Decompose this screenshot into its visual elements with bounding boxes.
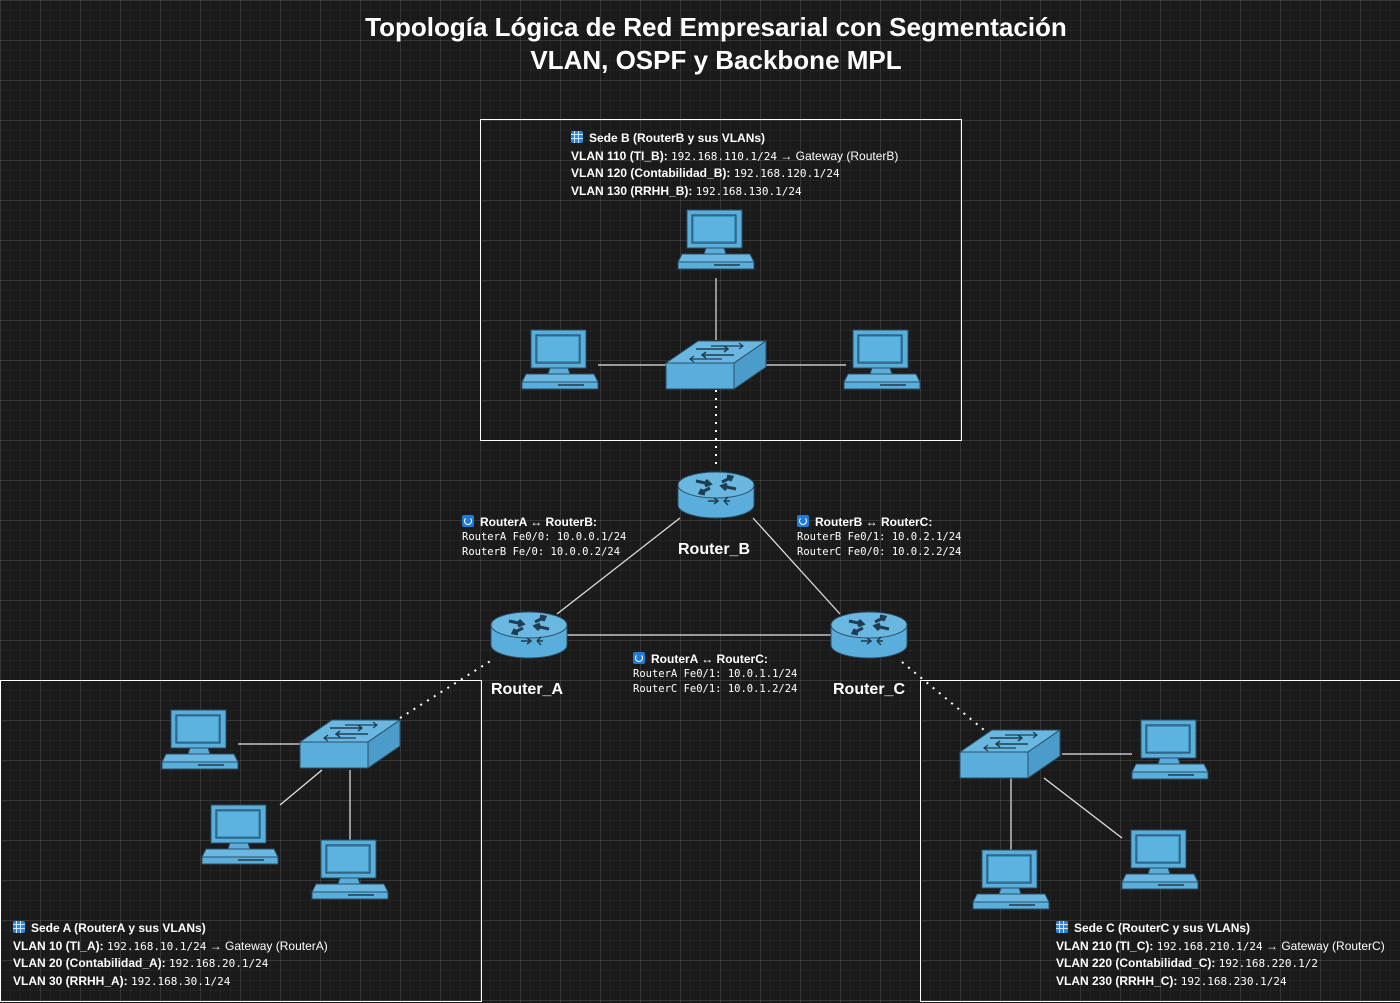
sync-icon [797,515,809,527]
vlan-label: VLAN 210 (TI_C): [1056,938,1154,953]
vlan-ip: 192.168.20.1/24 [169,957,269,970]
site-b-box [480,119,962,441]
vlan-ip: 192.168.230.1/24 [1180,974,1287,988]
router-a-icon[interactable] [489,610,569,660]
workstation-icon[interactable] [972,849,1050,910]
vlan-ip: 192.168.110.1/24 [671,149,777,163]
trunk-links [399,390,985,731]
vlan-label: VLAN 10 (TI_A): [13,938,104,953]
site-a-info: Sede A (RouterA y sus VLANs) VLAN 10 (TI… [13,920,328,990]
link-ab-line1: RouterA Fe0/0: 10.0.0.1/24 [462,531,627,543]
router-b-icon[interactable] [676,470,756,520]
vlan-ip: 192.168.30.1/24 [131,974,231,988]
site-b-info: Sede B (RouterB y sus VLANs) VLAN 110 (T… [571,130,898,200]
link-bc-header: RouterB ↔ RouterC: [815,515,933,529]
vlan-note: → Gateway (RouterC) [1266,938,1385,953]
router-c-icon[interactable] [829,610,909,660]
workstation-icon[interactable] [521,329,599,390]
site-a-header: Sede A (RouterA y sus VLANs) [31,921,206,935]
site-c-info: Sede C (RouterC y sus VLANs) VLAN 210 (T… [1056,920,1385,990]
vlan-label: VLAN 110 (TI_B): [571,148,668,163]
site-b-header: Sede B (RouterB y sus VLANs) [589,131,766,145]
vlan-ip: 192.168.220.1/2 [1218,957,1319,970]
building-icon [571,131,583,143]
link-ac-label: RouterA ↔ RouterC: RouterA Fe0/1: 10.0.1… [633,652,797,697]
site-c-header: Sede C (RouterC y sus VLANs) [1074,921,1251,935]
workstation-icon[interactable] [311,839,389,900]
switch-icon[interactable] [299,719,401,769]
site-a-box [0,680,482,1002]
link-a-b [556,517,681,615]
link-bc-line1: RouterB Fe0/1: 10.0.2.1/24 [797,531,962,543]
vlan-ip: 192.168.130.1/24 [695,184,802,198]
router-links [556,517,841,636]
access-link [279,769,323,806]
vlan-label: VLAN 220 (Contabilidad_C): [1056,956,1216,970]
link-ac-line1: RouterA Fe0/1: 10.0.1.1/24 [633,668,798,680]
vlan-note: → Gateway (RouterB) [780,148,899,163]
building-icon [13,921,25,933]
link-ab-label: RouterA ↔ RouterB: RouterA Fe0/0: 10.0.0… [462,515,626,560]
link-ac-header: RouterA ↔ RouterC: [651,652,768,666]
trunk-a [399,659,493,719]
trunk-c [901,661,985,731]
link-ab-header: RouterA ↔ RouterB: [480,515,597,529]
router-c-label: Router_C [833,681,906,698]
sync-icon [462,515,474,527]
vlan-label: VLAN 120 (Contabilidad_B): [571,166,731,180]
vlan-ip: 192.168.120.1/24 [733,167,840,180]
building-icon [1056,921,1068,933]
workstation-icon[interactable] [1131,719,1209,780]
vlan-label: VLAN 30 (RRHH_A): [13,973,128,988]
access-links [238,278,1132,850]
link-ac-line2: RouterC Fe0/1: 10.0.1.2/24 [633,683,798,695]
vlan-note: → Gateway (RouterA) [209,938,328,953]
diagram-title-line-1: Topología Lógica de Red Empresarial con … [365,12,1067,42]
diagram-title-line-2: VLAN, OSPF y Backbone MPL [530,45,902,75]
access-link [1043,777,1123,839]
workstation-icon[interactable] [843,329,921,390]
vlan-label: VLAN 230 (RRHH_C): [1056,973,1178,988]
vlan-label: VLAN 20 (Contabilidad_A): [13,956,166,970]
workstation-icon[interactable] [677,209,755,270]
router-b-label: Router_B [678,541,751,558]
switch-icon[interactable] [665,340,767,390]
workstation-icon[interactable] [161,709,239,770]
workstation-icon[interactable] [201,804,279,865]
link-b-c [752,517,841,615]
vlan-ip: 192.168.210.1/24 [1156,939,1263,953]
vlan-label: VLAN 130 (RRHH_B): [571,183,693,198]
router-a-label: Router_A [491,681,564,698]
switch-icon[interactable] [959,729,1061,779]
site-c-box [920,680,1400,1002]
link-bc-label: RouterB ↔ RouterC: RouterB Fe0/1: 10.0.2… [797,515,961,560]
sync-icon [633,652,645,664]
workstation-icon[interactable] [1121,829,1199,890]
vlan-ip: 192.168.10.1/24 [107,939,207,953]
link-ab-line2: RouterB Fe/0: 10.0.0.2/24 [462,546,621,558]
link-bc-line2: RouterC Fe0/0: 10.0.2.2/24 [797,546,962,558]
